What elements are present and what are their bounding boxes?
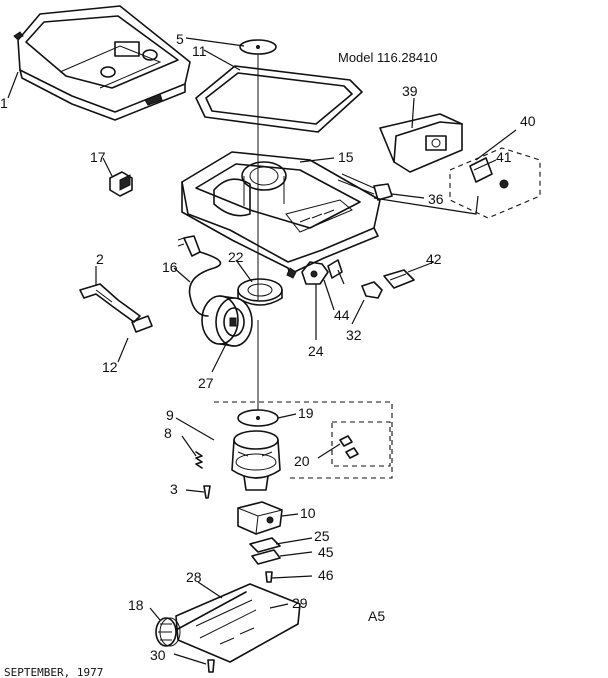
screw-30-part	[207, 659, 215, 673]
brush-set-part	[339, 435, 359, 459]
callout-22: 22	[228, 249, 244, 265]
leader-lines	[7, 37, 517, 665]
part-20-box	[331, 421, 391, 467]
motor-filter-part	[237, 409, 279, 427]
assembly-box-40	[449, 147, 541, 219]
power-cord-part	[177, 235, 222, 317]
bracket-part	[79, 283, 141, 323]
seal-ring-part	[237, 278, 283, 306]
callout-32: 32	[346, 327, 362, 343]
callout-9: 9	[166, 407, 174, 423]
switch-body-part	[469, 157, 509, 189]
screw-46-part	[265, 571, 273, 583]
wheel-part	[155, 617, 181, 647]
callout-30: 30	[150, 647, 166, 663]
main-housing-part	[181, 151, 381, 279]
model-number: Model 116.28410	[338, 50, 438, 65]
callout-12: 12	[102, 359, 118, 375]
clip-part	[361, 281, 383, 299]
cord-reel-part	[201, 295, 253, 347]
callout-18: 18	[128, 597, 144, 613]
callout-42: 42	[426, 251, 442, 267]
plug-part	[131, 315, 153, 333]
callout-28: 28	[186, 569, 202, 585]
callout-40: 40	[520, 113, 536, 129]
callout-20: 20	[294, 453, 310, 469]
motor-bracket-part	[249, 537, 281, 565]
latch-part	[327, 259, 343, 279]
top-cover-part	[13, 5, 191, 121]
gasket-part	[195, 65, 363, 133]
callout-1: 1	[0, 95, 8, 111]
motor-assembly-part	[231, 430, 281, 491]
callout-27: 27	[198, 375, 214, 391]
connector-part	[337, 173, 393, 201]
revision-date: SEPTEMBER, 1977	[4, 666, 103, 678]
spring-part	[195, 451, 203, 469]
motor-group-box	[214, 401, 393, 479]
callout-29: 29	[292, 595, 308, 611]
callout-45: 45	[318, 544, 334, 560]
callout-3: 3	[170, 481, 178, 497]
callout-5: 5	[176, 31, 184, 47]
callout-2: 2	[96, 251, 104, 267]
callout-10: 10	[300, 505, 316, 521]
axle-part	[175, 591, 247, 631]
switch-housing-part	[379, 113, 463, 173]
callout-24: 24	[308, 343, 324, 359]
switch-lever-part	[383, 269, 415, 289]
callout-36: 36	[428, 191, 444, 207]
callout-16: 16	[162, 259, 178, 275]
callout-17: 17	[90, 149, 106, 165]
motor-mount-part	[237, 501, 283, 535]
callout-8: 8	[164, 425, 172, 441]
switch-part	[109, 171, 133, 197]
callout-41: 41	[496, 149, 512, 165]
screw-part	[203, 485, 211, 499]
callout-19: 19	[298, 405, 314, 421]
sheet-code: A5	[368, 608, 385, 624]
callout-44: 44	[334, 307, 350, 323]
callout-25: 25	[314, 528, 330, 544]
filter-disc-part	[239, 39, 277, 55]
callout-15: 15	[338, 149, 354, 165]
callout-39: 39	[402, 83, 418, 99]
callout-46: 46	[318, 567, 334, 583]
fan-part	[301, 261, 329, 285]
callout-11: 11	[192, 43, 207, 59]
bottom-plate-part	[175, 583, 301, 663]
